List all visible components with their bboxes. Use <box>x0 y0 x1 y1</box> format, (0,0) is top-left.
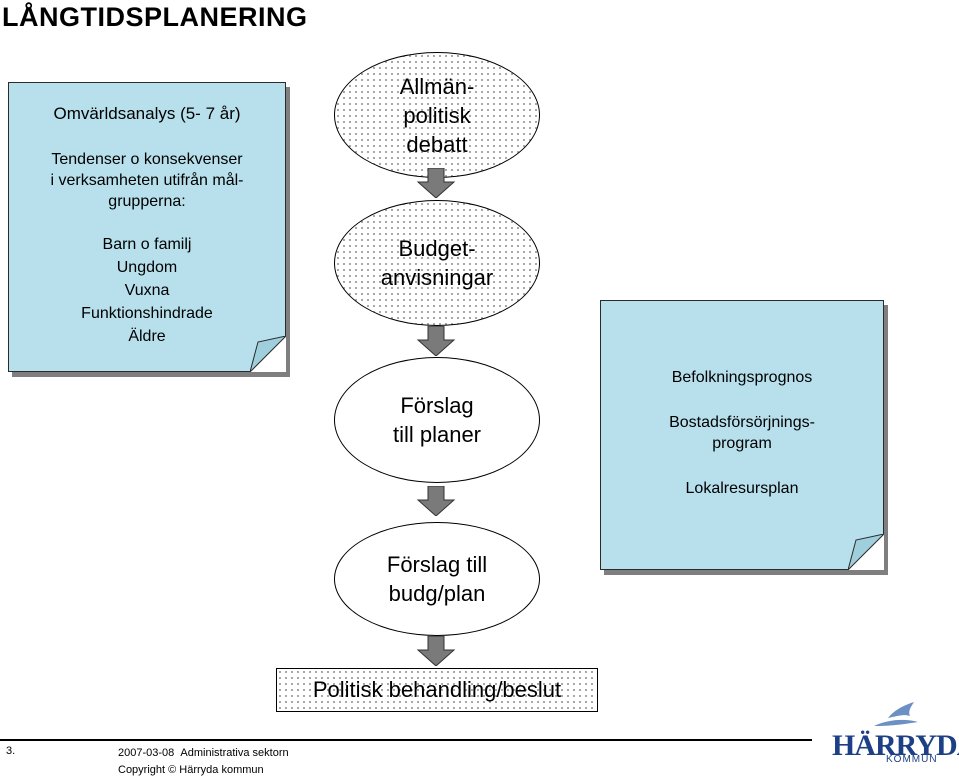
forslag-till-planer-node: Förslag till planer <box>334 357 540 483</box>
node-line: anvisningar <box>380 265 494 290</box>
node-line: debatt <box>406 131 468 157</box>
allman-politisk-debatt-node: Allmän- politisk debatt <box>334 52 540 178</box>
omvarldsanalys-note: Omvärldsanalys (5- 7 år) Tendenser o kon… <box>8 82 286 372</box>
node-line: Förslag <box>400 393 474 418</box>
footer-meta: 2007-03-08 Administrativa sektorn Copyri… <box>118 745 289 779</box>
node-line: Allmän- <box>399 73 475 99</box>
note-subheading-line-2: i verksamheten utifrån mål- <box>50 172 244 189</box>
budgetanvisningar-node: Budget- anvisningar <box>334 200 540 326</box>
item-program: program <box>712 435 772 452</box>
down-arrow-icon <box>416 636 456 666</box>
logo-sub: KOMMUN <box>886 754 938 765</box>
node-line: politisk <box>403 102 471 128</box>
group-aldre: Äldre <box>128 328 166 345</box>
footer-department: Administrativa sektorn <box>180 747 289 759</box>
politisk-behandling-box: Politisk behandling/beslut <box>276 668 598 712</box>
node-line: till planer <box>392 422 482 447</box>
note-subheading-line-1: Tendenser o konsekvenser <box>51 151 243 168</box>
footer-date: 2007-03-08 <box>118 747 175 759</box>
node-line: budg/plan <box>388 581 486 606</box>
group-barn-o-familj: Barn o familj <box>102 236 192 253</box>
slide-number: 3. <box>6 745 16 757</box>
node-line: Förslag till <box>386 552 488 577</box>
note-subheading-line-3: grupperna: <box>108 193 186 210</box>
note-heading: Omvärldsanalys (5- 7 år) <box>53 104 241 123</box>
footer-copyright: Copyright © Härryda kommun <box>118 764 264 776</box>
harryda-logo-icon <box>874 702 918 726</box>
logo-name: HÄRRYDA <box>832 729 959 762</box>
item-bostadsforsorjning: Bostadsförsörjnings- <box>669 414 815 431</box>
group-vuxna: Vuxna <box>124 282 170 299</box>
forslag-till-budg-plan-node: Förslag till budg/plan <box>334 522 540 636</box>
node-line: Budget- <box>398 236 476 261</box>
item-lokalresursplan: Lokalresursplan <box>685 480 799 497</box>
group-funktionshindrade: Funktionshindrade <box>81 305 213 322</box>
page-fold-icon <box>250 336 286 372</box>
footer-divider <box>0 739 812 741</box>
planer-note: Befolkningsprognos Bostadsförsörjnings- … <box>600 300 884 570</box>
down-arrow-icon <box>416 326 456 356</box>
group-ungdom: Ungdom <box>116 259 178 276</box>
page-title: LÅNGTIDSPLANERING <box>2 2 308 32</box>
down-arrow-icon <box>416 168 456 198</box>
down-arrow-icon <box>416 486 456 516</box>
item-befolkningsprognos: Befolkningsprognos <box>671 369 813 386</box>
page-fold-icon <box>848 534 884 570</box>
